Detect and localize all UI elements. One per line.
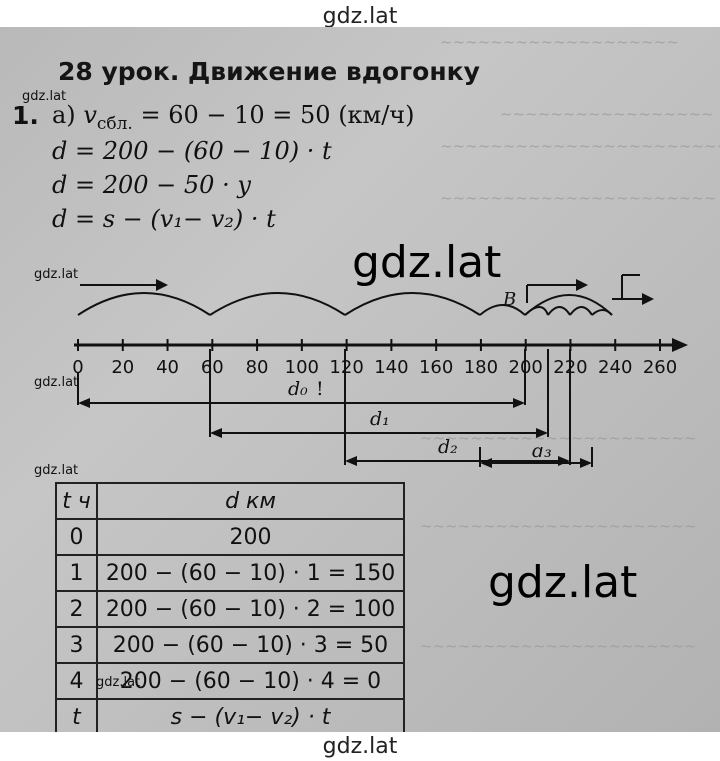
tick-label: 40 bbox=[156, 357, 179, 378]
cell-d: 200 − (60 − 10) · 3 = 50 bbox=[96, 626, 405, 664]
tick-label: 60 bbox=[201, 357, 224, 378]
solution-line-4: d = s − (v₁− v₂) · t bbox=[52, 205, 276, 233]
solution-line-3: d = 200 − 50 · y bbox=[52, 171, 251, 199]
watermark-small: gdz.lat bbox=[34, 267, 79, 282]
cell-t: 3 bbox=[55, 626, 98, 664]
cell-t: 0 bbox=[55, 518, 98, 556]
tick-label: 180 bbox=[464, 357, 498, 378]
tick-label: 160 bbox=[419, 357, 453, 378]
cell-t: 4 bbox=[55, 662, 98, 700]
tick-label: 120 bbox=[329, 357, 363, 378]
tick-label: 260 bbox=[643, 357, 677, 378]
tick-label: 0 bbox=[72, 357, 83, 378]
ghost-text: ~~~~~~~~~~~~~~~~~ bbox=[500, 105, 714, 123]
watermark-small: gdz.lat bbox=[96, 675, 141, 690]
jump-arc bbox=[479, 304, 526, 316]
cell-t: 1 bbox=[55, 554, 98, 592]
ghost-text: ~~~~~~~~~~~~~~~~~~~~~~ bbox=[440, 189, 717, 207]
velocity-sub: сбл. bbox=[96, 113, 133, 134]
watermark-large: gdz.lat bbox=[488, 557, 638, 608]
distance-d3-diagram: d₃ bbox=[479, 447, 593, 468]
tick-label: 80 bbox=[246, 357, 269, 378]
table-row: 2 200 − (60 − 10) · 2 = 100 bbox=[55, 590, 405, 628]
table-header: t ч d км bbox=[55, 482, 405, 520]
velocity-var: v bbox=[83, 101, 97, 129]
cell-t: 2 bbox=[55, 590, 98, 628]
cell-d: 200 − (60 − 10) · 4 = 0 bbox=[96, 662, 405, 700]
table-row: 0 200 bbox=[55, 518, 405, 556]
tick-label: 240 bbox=[598, 357, 632, 378]
exercise-number: 1. bbox=[12, 101, 39, 130]
velocity-calc: = 60 − 10 = 50 (км/ч) bbox=[132, 101, 415, 129]
table-row: t s − (v₁− v₂) · t bbox=[55, 698, 405, 732]
arrow-head bbox=[156, 279, 168, 291]
header-d: d км bbox=[96, 482, 405, 520]
table-row: 3 200 − (60 − 10) · 3 = 50 bbox=[55, 626, 405, 664]
watermark-small: gdz.lat bbox=[34, 375, 79, 390]
cell-d: 200 − (60 − 10) · 2 = 100 bbox=[96, 590, 405, 628]
ghost-text: ~~~~~~~~~~~~~~~~~~~ bbox=[440, 33, 679, 51]
lesson-title: 28 урок. Движение вдогонку bbox=[58, 57, 480, 86]
solution-line-1: а) vсбл. = 60 − 10 = 50 (км/ч) bbox=[52, 101, 415, 134]
svg-text:!: ! bbox=[316, 378, 324, 400]
label-d1: d₁ bbox=[370, 408, 390, 430]
label-d3: d₃ bbox=[532, 447, 552, 462]
axis-arrow bbox=[672, 338, 688, 352]
part-label: а) bbox=[52, 101, 76, 129]
jump-arc bbox=[344, 292, 481, 316]
distance-table: t ч d км 0 200 1 200 − (60 − 10) · 1 = 1… bbox=[55, 482, 405, 732]
tick-label: 20 bbox=[111, 357, 134, 378]
ghost-text: ~~~~~~~~~~~~~~~~~~~~~~ bbox=[420, 637, 697, 655]
watermark-small: gdz.lat bbox=[22, 89, 67, 104]
cell-t: t bbox=[55, 698, 98, 732]
tick-label: 100 bbox=[285, 357, 319, 378]
point-b-label: B bbox=[502, 289, 516, 310]
label-d2: d₂ bbox=[438, 436, 458, 458]
cell-d: s − (v₁− v₂) · t bbox=[96, 698, 405, 732]
watermark-top: gdz.lat bbox=[322, 4, 398, 29]
table-row: 1 200 − (60 − 10) · 1 = 150 bbox=[55, 554, 405, 592]
table-row: 4 200 − (60 − 10) · 4 = 0 bbox=[55, 662, 405, 700]
watermark-small: gdz.lat bbox=[34, 463, 79, 478]
textbook-photo: ~~~~~~~~~~~~~~~~~~~ ~~~~~~~~~~~~~~~~~ ~~… bbox=[0, 27, 720, 732]
tick-label: 140 bbox=[374, 357, 408, 378]
ghost-text: ~~~~~~~~~~~~~~~~~~~~~~~ bbox=[440, 137, 720, 155]
ghost-text: ~~~~~~~~~~~~~~~~~~~~~~ bbox=[420, 517, 697, 535]
watermark-bottom: gdz.lat bbox=[322, 734, 398, 759]
cell-d: 200 bbox=[96, 518, 405, 556]
watermark-large: gdz.lat bbox=[352, 237, 502, 288]
cell-d: 200 − (60 − 10) · 1 = 150 bbox=[96, 554, 405, 592]
jump-arc bbox=[209, 292, 346, 316]
solution-line-2: d = 200 − (60 − 10) · t bbox=[52, 137, 332, 165]
jump-arc bbox=[77, 292, 211, 316]
number-line-diagram: B 020406080100120140160180200220240260 d… bbox=[72, 274, 688, 466]
header-t: t ч bbox=[55, 482, 98, 520]
label-d0: d₀ bbox=[288, 378, 308, 400]
